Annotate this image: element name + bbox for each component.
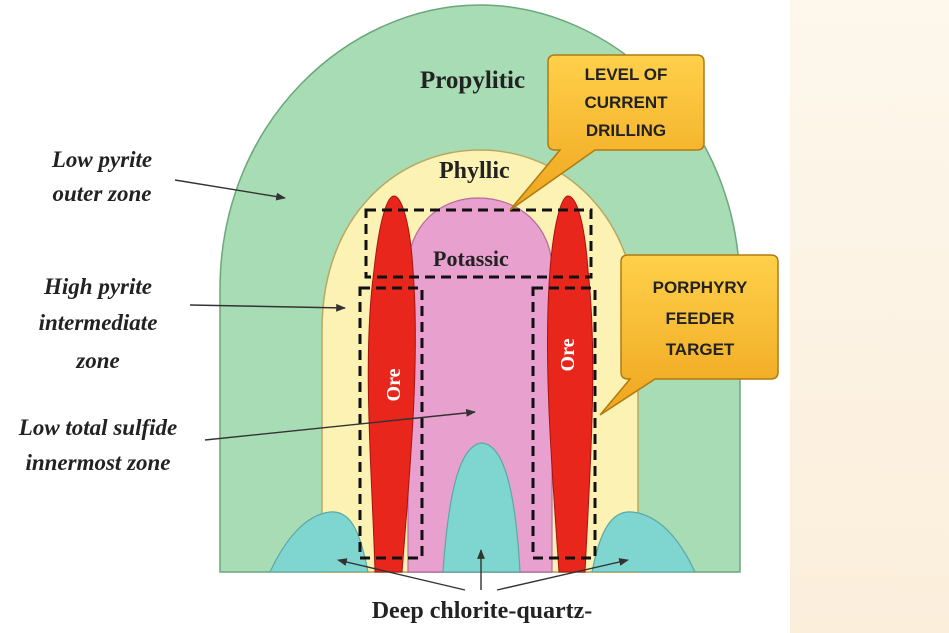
propylitic-label: Propylitic bbox=[420, 67, 525, 94]
ore-label-left: Ore bbox=[383, 368, 405, 401]
arrow-low-sulfide bbox=[204, 409, 476, 441]
svg-text:DRILLING: DRILLING bbox=[586, 121, 666, 140]
callout-feeder: PORPHYRY FEEDER TARGET bbox=[599, 254, 779, 416]
drilling-level-box bbox=[364, 208, 593, 279]
arrow-bottom-right bbox=[496, 558, 629, 591]
deep-zone-left bbox=[269, 511, 369, 572]
svg-text:Low total sulfide: Low total sulfide bbox=[18, 415, 177, 440]
svg-text:Low pyrite: Low pyrite bbox=[51, 147, 152, 172]
arrow-high-pyrite bbox=[189, 303, 346, 312]
arrow-bottom-left bbox=[337, 558, 466, 591]
svg-text:outer zone: outer zone bbox=[52, 181, 151, 206]
svg-text:TARGET: TARGET bbox=[666, 340, 735, 359]
deep-zone-right bbox=[591, 511, 696, 572]
callout-drilling: LEVEL OF CURRENT DRILLING bbox=[509, 54, 705, 211]
svg-text:High pyrite: High pyrite bbox=[43, 274, 152, 299]
ore-label-right: Ore bbox=[557, 338, 579, 371]
low-sulfide-label: Low total sulfide innermost zone bbox=[18, 415, 177, 475]
svg-text:LEVEL OF: LEVEL OF bbox=[585, 65, 668, 84]
svg-text:zone: zone bbox=[75, 348, 119, 373]
potassic-label: Potassic bbox=[433, 246, 509, 271]
svg-text:CURRENT: CURRENT bbox=[584, 93, 668, 112]
feeder-box-left bbox=[358, 286, 424, 560]
svg-text:innermost zone: innermost zone bbox=[25, 450, 170, 475]
ore-body-right bbox=[546, 195, 594, 573]
arrow-low-pyrite bbox=[174, 179, 286, 201]
potassic-zone bbox=[407, 197, 553, 573]
svg-text:PORPHYRY: PORPHYRY bbox=[653, 278, 748, 297]
svg-text:intermediate: intermediate bbox=[39, 310, 158, 335]
low-pyrite-label: Low pyrite outer zone bbox=[51, 147, 152, 206]
deep-chlorite-label: Deep chlorite-quartz- bbox=[372, 598, 593, 624]
high-pyrite-label: High pyrite intermediate zone bbox=[39, 274, 158, 373]
feeder-box-right bbox=[531, 286, 597, 560]
ore-body-left bbox=[367, 195, 416, 573]
phyllic-label: Phyllic bbox=[439, 158, 510, 184]
side-panel bbox=[790, 0, 949, 633]
svg-text:FEEDER: FEEDER bbox=[666, 309, 735, 328]
deep-zone-center bbox=[442, 442, 521, 573]
